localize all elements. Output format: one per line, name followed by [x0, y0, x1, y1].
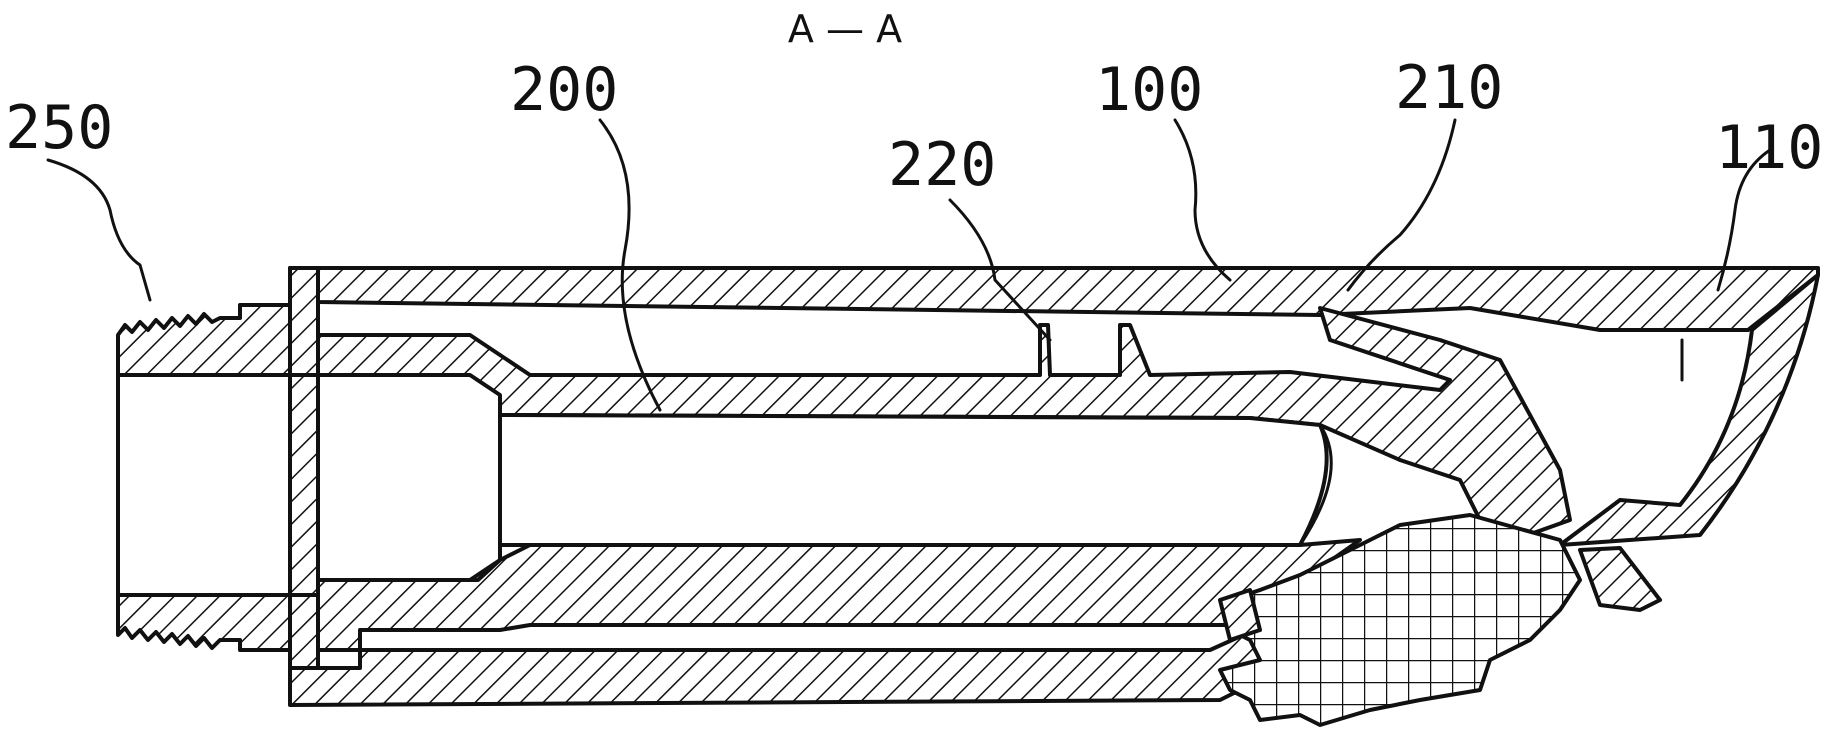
outlet-block-right: [1580, 548, 1660, 610]
label-250: 250: [5, 93, 113, 163]
outer-housing-bottom-wall: [290, 632, 1320, 705]
label-110: 110: [1715, 113, 1823, 183]
bore-plug: [290, 375, 318, 595]
leader-210: [1348, 120, 1455, 290]
section-title: A — A: [788, 7, 902, 51]
label-220: 220: [888, 130, 996, 200]
leader-200: [600, 120, 660, 410]
inner-chamber: [318, 375, 500, 580]
label-200: 200: [510, 55, 618, 125]
threaded-fitting-lower: [118, 595, 290, 650]
outer-housing-top-wall: [290, 268, 1818, 330]
fitting-bore: [118, 375, 290, 595]
leader-250: [48, 160, 150, 300]
flow-channel: [500, 415, 1327, 545]
label-210: 210: [1395, 53, 1503, 123]
leader-100: [1175, 120, 1230, 280]
label-100: 100: [1095, 55, 1203, 125]
threaded-fitting-upper: [118, 305, 290, 375]
